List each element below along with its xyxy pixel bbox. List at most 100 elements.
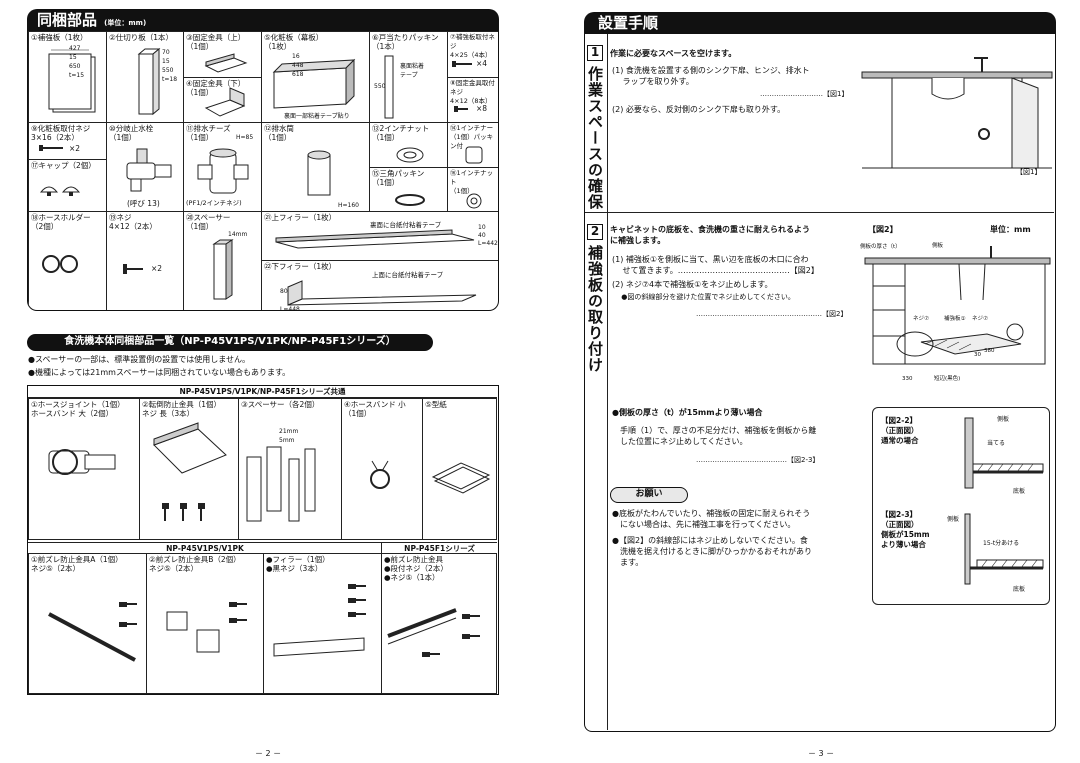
part-dims: 80 L=448 [280, 288, 300, 311]
part-cell-2: ②仕切り板（1本） 70 15 550 t=18 [106, 31, 184, 123]
fig2-text-screw-a: ネジ⑦ [913, 316, 929, 322]
filler-black-screws-icon [273, 584, 366, 657]
part-cell-12: ⑫排水筒 （1個） H=160 [261, 122, 370, 212]
part-label: ⑥戸当たりパッキン （1本） [372, 33, 439, 51]
part-cell-3: ③固定金具（上） （1個） [183, 31, 262, 78]
part-cell-14: ⑭1インチナー （1個）パッキン付 [447, 122, 498, 168]
part-label: ①ホースジョイント（1個） ホースバンド 大（2個） [31, 400, 125, 418]
part-note: 裏面一部粘着テープ貼り [284, 113, 350, 120]
sink-cabinet-fig1 [861, 57, 1053, 169]
nipple-icon [465, 146, 483, 164]
part-label: ⑳スペーサー （1個） [186, 213, 231, 231]
body-parts-title: 食洗機本体同梱部品一覧（NP-P45V1PS/V1PK/NP-P45F1シリーズ… [27, 334, 433, 351]
part-dims: 70 15 550 t=18 [162, 49, 178, 83]
part-dims: H=160 [338, 202, 359, 209]
part-label: ⑨化粧板取付ネジ 3×16（2本） [31, 124, 91, 142]
thin-side-heading: ●側板の厚さ（t）が15mmより薄い場合 [612, 408, 763, 417]
body-note-2: ●機種によっては21mmスペーサーは同梱されていない場合もあります。 [28, 368, 291, 377]
body-parts-table: NP-P45V1PS/V1PK/NP-P45F1シリーズ共通 ①ホースジョイント… [27, 385, 499, 695]
drain-pipe-icon [307, 150, 331, 196]
hose-band-icon [370, 460, 390, 489]
part-note: 上面に台紙付粘着テープ [372, 271, 444, 279]
fig23-side: 側板 [947, 516, 960, 523]
part-qty: ×4 [476, 59, 488, 68]
fig2-text-board: 補強板① [944, 316, 966, 322]
step2-item-ref: ………………………………………………【図2】 [696, 310, 848, 318]
part-dims: H=85 [236, 134, 254, 141]
partition-board-icon [137, 47, 161, 116]
front-slip-bracket-a-icon [48, 602, 137, 662]
part-cell-10: ⑩分岐止水栓 （1個） (呼び 13) [106, 122, 184, 212]
part-label: ●前ズレ防止金具 ●段付ネジ（2本） ●ネジ⑤（1本） [384, 555, 448, 582]
part-cell-19: ⑲ネジ 4×12（2本） ×2 [106, 211, 184, 310]
fig23-bottom: 底板 [1013, 586, 1026, 593]
part-label: ⑱ホースホルダー （2個） [31, 213, 91, 231]
part-label: ⑬2インチナット （1個） [372, 124, 430, 142]
fig22-touch: 当てる [987, 440, 1006, 447]
fig2-text-short-side: 短辺(黒色) [934, 376, 961, 382]
request-badge: お願い [610, 487, 688, 503]
fig2-text-380: 380 [984, 348, 995, 354]
fig2-text-side: 側板 [932, 243, 944, 249]
step1-heading: 作業に必要なスペースを空けます。 [610, 49, 737, 58]
part-qty: ×2 [69, 144, 81, 153]
common-cell-5: ⑤型紙 [422, 398, 497, 540]
screw-icon [454, 106, 468, 112]
step2-item-2: (2) ネジ⑦4本で補強板①をネジ止めします。 [612, 280, 773, 289]
part-cell-6: ⑥戸当たりパッキン （1本） 550 裏面粘着 テープ [369, 31, 448, 123]
tip-prevention-bracket-icon [153, 422, 227, 521]
request-1: ●底板がたわんでいたり、補強板の固定に耐えられそう にない場合は、先に補強工事を… [612, 509, 811, 529]
fig22-section-diagram [964, 417, 1044, 489]
screw-icon [452, 61, 472, 67]
part-label: ⑲ネジ 4×12（2本） [109, 213, 157, 231]
step2-number: 2 [587, 224, 603, 240]
steps-left-rule [607, 34, 608, 730]
fig22-label: 【図2-2】 （正面図） 通常の場合 [881, 416, 919, 445]
fig22-23-box: 【図2-2】 （正面図） 通常の場合 側板 当てる 底板 【図2-3】 （正面図… [872, 407, 1050, 605]
page-number-right: － 3 － [808, 749, 835, 758]
fig23-section-diagram [964, 513, 1044, 585]
part-note: 裏面粘着 テープ [400, 63, 425, 79]
packing-ring-icon [395, 194, 425, 206]
part-cell-11: ⑪排水チーズ （1個） H=85 (PF1/2インチネジ) [183, 122, 262, 212]
part-label: ⑤化粧板（幕板） （1枚） [264, 33, 324, 51]
drain-tee-icon [197, 148, 249, 194]
part-note: (PF1/2インチネジ) [186, 199, 242, 207]
part-label: ⑫排水筒 （1個） [264, 124, 294, 142]
part-cell-5: ⑤化粧板（幕板） （1枚） 16 448 618 裏面一部粘着テープ貼り [261, 31, 370, 123]
reinforcement-board-icon [48, 49, 96, 113]
part-label: ②前ズレ防止金具B（2個） ネジ⑤（2本） [149, 555, 241, 573]
cap-icon [39, 186, 81, 196]
fig23-label: 【図2-3】 （正面図） 側板が15mm より薄い場合 [881, 510, 930, 549]
spacers-icon [246, 446, 316, 522]
bracket-lower-icon [204, 87, 246, 117]
step-divider [585, 212, 1054, 213]
fig22-side: 側板 [997, 416, 1010, 423]
v1-cell-1: ①前ズレ防止金具A（1個） ネジ⑤（2本） [28, 553, 147, 694]
v1-cell-3: ●フィラー（1個） ●黒ネジ（3本） [263, 553, 382, 694]
part-cell-9: ⑨化粧板取付ネジ 3×16（2本） ×2 [28, 122, 107, 160]
door-packing-icon [384, 55, 394, 119]
part-note: (呼び 13) [127, 199, 160, 208]
part-label: ③スペーサー（各2個） [241, 400, 320, 409]
nut-icon [466, 193, 482, 209]
step1-item-ref: ………………………【図1】 [760, 90, 849, 98]
thin-side-ref: …………………………………【図2-3】 [696, 456, 820, 464]
fig2-label: 【図2】 [868, 225, 898, 234]
decorative-board-icon [272, 58, 356, 109]
fig2-text-screw-b: ネジ⑦ [972, 316, 988, 322]
template-paper-icon [431, 462, 491, 494]
part-cell-18: ⑱ホースホルダー （2個） [28, 211, 107, 310]
body-note-1: ●スペーサーの一部は、標準設置例の設置では使用しません。 [28, 355, 251, 364]
part-label: ⑰キャップ（2個） [31, 161, 96, 170]
part-dims: 14mm [228, 231, 248, 238]
spacer-dims: 21mm 5mm [279, 428, 299, 444]
part-label: ②仕切り板（1本） [109, 33, 173, 42]
part-dims: 550 [374, 83, 386, 90]
part-label: ④固定金具（下） （1個） [186, 79, 246, 97]
fig23-gap: 15-t分あける [983, 540, 1020, 547]
part-cell-15: ⑮三角パッキン （1個） [369, 167, 448, 212]
common-cell-4: ④ホースバンド 小 （1個） [341, 398, 423, 540]
lower-filler-icon [287, 280, 477, 306]
part-label: ⑤型紙 [425, 400, 447, 409]
